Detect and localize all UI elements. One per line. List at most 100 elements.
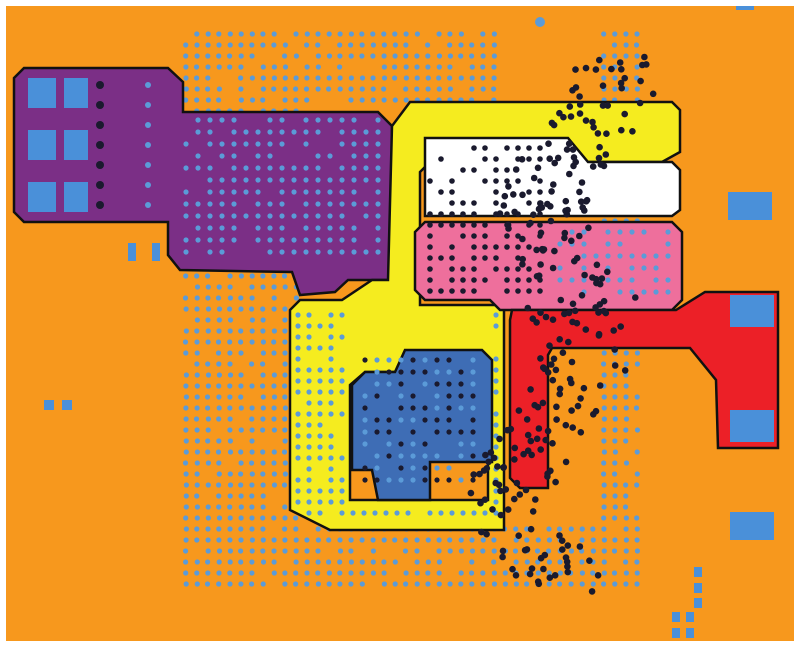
via: [617, 277, 623, 283]
via: [227, 482, 234, 488]
via: [279, 189, 285, 195]
via: [513, 581, 520, 587]
via: [446, 465, 452, 471]
via: [515, 277, 521, 283]
via: [471, 211, 477, 217]
via: [447, 548, 453, 554]
via: [381, 559, 387, 565]
via: [471, 288, 477, 294]
via: [546, 155, 553, 162]
via: [449, 211, 455, 217]
via: [326, 53, 333, 59]
via: [315, 42, 321, 48]
via: [381, 31, 387, 37]
via: [348, 53, 354, 59]
via: [260, 394, 266, 400]
via: [337, 570, 343, 576]
via: [495, 481, 503, 489]
via: [216, 328, 222, 334]
via: [482, 244, 488, 250]
via: [422, 465, 428, 471]
via: [576, 188, 583, 196]
via: [533, 246, 540, 254]
via: [565, 338, 572, 346]
via: [216, 548, 223, 554]
via: [398, 381, 404, 387]
via: [460, 266, 466, 272]
via: [665, 289, 671, 295]
via: [194, 295, 200, 301]
via: [511, 208, 518, 216]
via: [482, 178, 488, 184]
via: [183, 394, 189, 400]
via: [231, 129, 237, 135]
via: [370, 86, 376, 92]
via: [549, 316, 557, 324]
via: [359, 42, 365, 48]
via: [282, 42, 288, 48]
via: [279, 141, 285, 147]
via: [434, 453, 440, 459]
via: [581, 265, 587, 271]
via: [249, 471, 255, 477]
via: [634, 31, 640, 37]
via: [569, 300, 577, 308]
via: [422, 357, 428, 363]
via: [576, 110, 584, 117]
via: [195, 225, 201, 231]
via: [526, 189, 532, 195]
via: [238, 273, 244, 279]
via: [612, 504, 618, 510]
via: [231, 141, 237, 147]
via: [194, 339, 200, 345]
via: [348, 31, 354, 37]
via: [207, 165, 213, 171]
via: [216, 416, 222, 422]
via: [303, 117, 309, 123]
via: [577, 395, 584, 402]
via: [339, 225, 345, 231]
via: [493, 323, 499, 329]
via: [271, 75, 277, 81]
via: [205, 284, 211, 290]
via: [183, 372, 189, 378]
via: [623, 86, 629, 92]
via: [182, 339, 189, 345]
via: [414, 64, 420, 70]
via: [194, 361, 200, 367]
via: [255, 153, 261, 159]
via: [231, 177, 237, 183]
via: [238, 482, 244, 488]
pad: [694, 567, 702, 577]
via: [194, 405, 200, 411]
via: [219, 189, 225, 195]
via: [623, 493, 629, 499]
via: [260, 350, 266, 356]
via: [513, 479, 521, 487]
via: [238, 515, 244, 521]
via: [621, 110, 628, 118]
via: [446, 393, 452, 399]
via: [183, 515, 189, 521]
via: [526, 200, 532, 206]
via: [526, 266, 532, 272]
via: [601, 31, 607, 37]
via: [524, 447, 532, 455]
via: [427, 510, 433, 516]
via: [519, 235, 526, 243]
via: [304, 75, 310, 81]
via: [303, 165, 309, 171]
via: [339, 129, 345, 135]
via: [194, 427, 200, 433]
via: [594, 130, 602, 137]
via: [243, 177, 249, 183]
via: [568, 526, 574, 532]
via: [471, 222, 477, 228]
via: [392, 559, 398, 565]
via: [205, 31, 211, 37]
via: [471, 266, 477, 272]
via: [205, 548, 211, 554]
via: [205, 460, 211, 466]
via: [216, 284, 222, 290]
via: [612, 537, 618, 543]
